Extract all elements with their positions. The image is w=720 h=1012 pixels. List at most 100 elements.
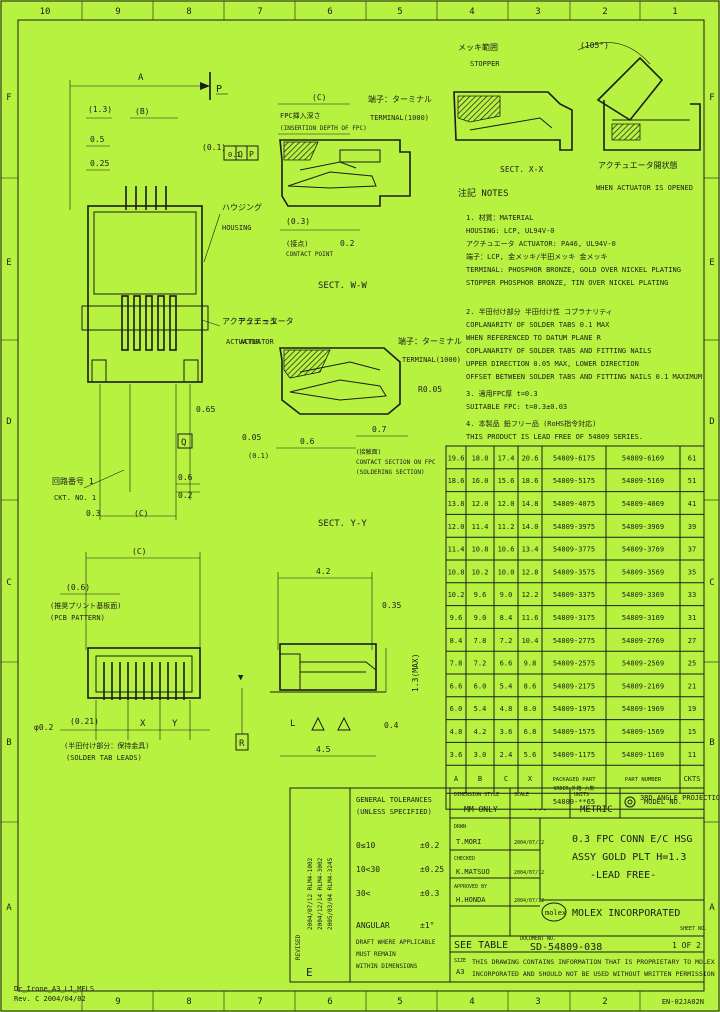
table-column-header: PACKAGED PART [552,777,596,783]
scale: ---- [528,805,547,814]
terminal-jp-w: 端子：ターミナル [368,94,432,104]
sect-y-dim-0-05: 0.05 [242,433,261,442]
table-cell: 54809-1575 [553,728,595,736]
must-remain: MUST REMAIN [356,951,396,958]
row-label-right: E [709,258,714,268]
note-line: 1. 材質：MATERIAL [466,213,533,222]
table-column-header: X [528,775,533,783]
table-cell: 4.8 [500,705,513,713]
sect-y-dim-0-1: (0.1) [248,452,269,460]
table-cell: 54809-5169 [622,477,664,485]
tol-value-3: ±0.3 [420,889,439,898]
table-cell: 54809-6169 [622,454,664,462]
col-label-bottom: 2 [602,997,607,1007]
table-cell: 54809-2175 [553,682,595,690]
table-cell: 35 [688,568,696,576]
rev-label: REVISED [295,934,302,960]
sect-w-label: SECT. W-W [318,281,367,291]
dim-0-6: 0.6 [178,473,193,482]
table-cell: 6.0 [450,705,463,713]
table-cell: 54809-1175 [553,751,595,759]
side-dim-4-5: 4.5 [316,745,331,754]
actuator-open-view: (105°) アクチュエータ開状態 WHEN ACTUATOR IS OPENE… [577,41,701,192]
contact-en-y: CONTACT SECTION ON FPC [356,459,436,466]
sheet-no: 1 OF 2 [672,941,701,950]
table-cell: 8.4 [500,614,513,622]
terminal-en-w: TERMINAL(1000) [370,114,429,122]
table-cell: 54809-4069 [622,500,664,508]
col-label-top: 10 [40,7,51,17]
table-cell: 10.0 [498,568,515,576]
bottom-dim-c: (C) [132,547,146,556]
actuator-jp: アクチュエータ [222,317,278,326]
bottom-dim-0-6: (0.6) [66,583,90,592]
table-cell: 8.0 [524,705,537,713]
title-line-1: 0.3 FPC CONN E/C HSG [572,834,692,845]
row-label-right: C [709,578,714,588]
col-label-bottom: 9 [115,997,120,1007]
note-line: アクチュエータ ACTUATOR: PA46, UL94V-0 [466,239,616,248]
table-cell: 10.2 [448,591,465,599]
table-cell: 12.2 [522,591,539,599]
table-column-header: A [454,775,459,783]
sect-y-dim-0-6: 0.6 [300,437,315,446]
table-cell: 54809-3569 [622,568,664,576]
dim-b: (B) [135,107,149,116]
insertion-jp: FPC挿入深さ [280,111,321,120]
footer-template-rev: Rev. C 2004/04/02 [14,995,86,1003]
tol-value: 0.1 [228,151,241,159]
terminal-jp-y: 端子：ターミナル [398,336,462,346]
dim-style: MM ONLY [464,805,498,814]
stopper-label: STOPPER [470,60,500,68]
row-label-left: B [6,738,11,748]
table-cell: 7.2 [474,660,487,668]
actuator-jp-y: アクチュエータ [238,317,294,326]
table-cell: 10.8 [472,546,489,554]
col-label-bottom: 3 [535,997,540,1007]
section-x-x: メッキ範囲 STOPPER SECT. X-X [453,42,573,174]
table-cell: 54809-3975 [553,523,595,531]
table-cell: 31 [688,614,696,622]
footer-template-name: Dr_Irone_A3_LJ_MELS [14,985,94,993]
dim-0-5: 0.5 [90,135,105,144]
row-label-left: F [6,93,11,103]
table-cell: 18.6 [448,477,465,485]
dim-a: A [138,73,144,83]
table-cell: 10.8 [448,568,465,576]
table-cell: 54809-1969 [622,705,664,713]
terminal-en-y: TERMINAL(1000) [402,356,461,364]
model-no: SEE TABLE [454,940,508,951]
side-dim-0-4: 0.4 [384,721,399,730]
table-cell: 12.0 [498,500,515,508]
rev-value: E [306,966,313,979]
contact-en-w: CONTACT POINT [286,251,333,258]
col-label-bottom: 4 [469,997,474,1007]
chkd: K.MATSUO [456,868,490,876]
size-label: SIZE [454,958,466,964]
note-line: 3. 適用FPC厚 t=0.3 [466,389,538,398]
table-cell: 9.0 [500,591,513,599]
table-cell: 54809-2575 [553,660,595,668]
datum-q: Q [181,438,186,448]
table-cell: 2.4 [500,751,513,759]
row-label-left: C [6,578,11,588]
scale-label: SCALE [514,792,529,798]
table-cell: 15 [688,728,696,736]
contact-jp-y: (接触面) [356,448,381,456]
note-line: WHEN REFERENCED TO DATUM PLANE R [466,334,602,342]
table-cell: 5.4 [474,705,487,713]
table-cell: 54809-3769 [622,546,664,554]
size-value: A3 [456,968,464,976]
table-cell: 54809-5175 [553,477,595,485]
dim-style-label: DIMENSION STYLE [454,792,499,798]
table-cell: 54809-3169 [622,614,664,622]
datum-r: R [239,739,245,749]
table-cell: 7.8 [450,660,463,668]
col-label-top: 6 [327,7,332,17]
side-dim-4-2: 4.2 [316,567,331,576]
table-cell: 5.4 [500,682,513,690]
actuator-en-y: ACTUATOR [240,338,275,346]
table-cell: 8.4 [450,637,463,645]
sect-y-dim-r: R0.05 [418,385,442,394]
table-cell: 16.0 [472,477,489,485]
